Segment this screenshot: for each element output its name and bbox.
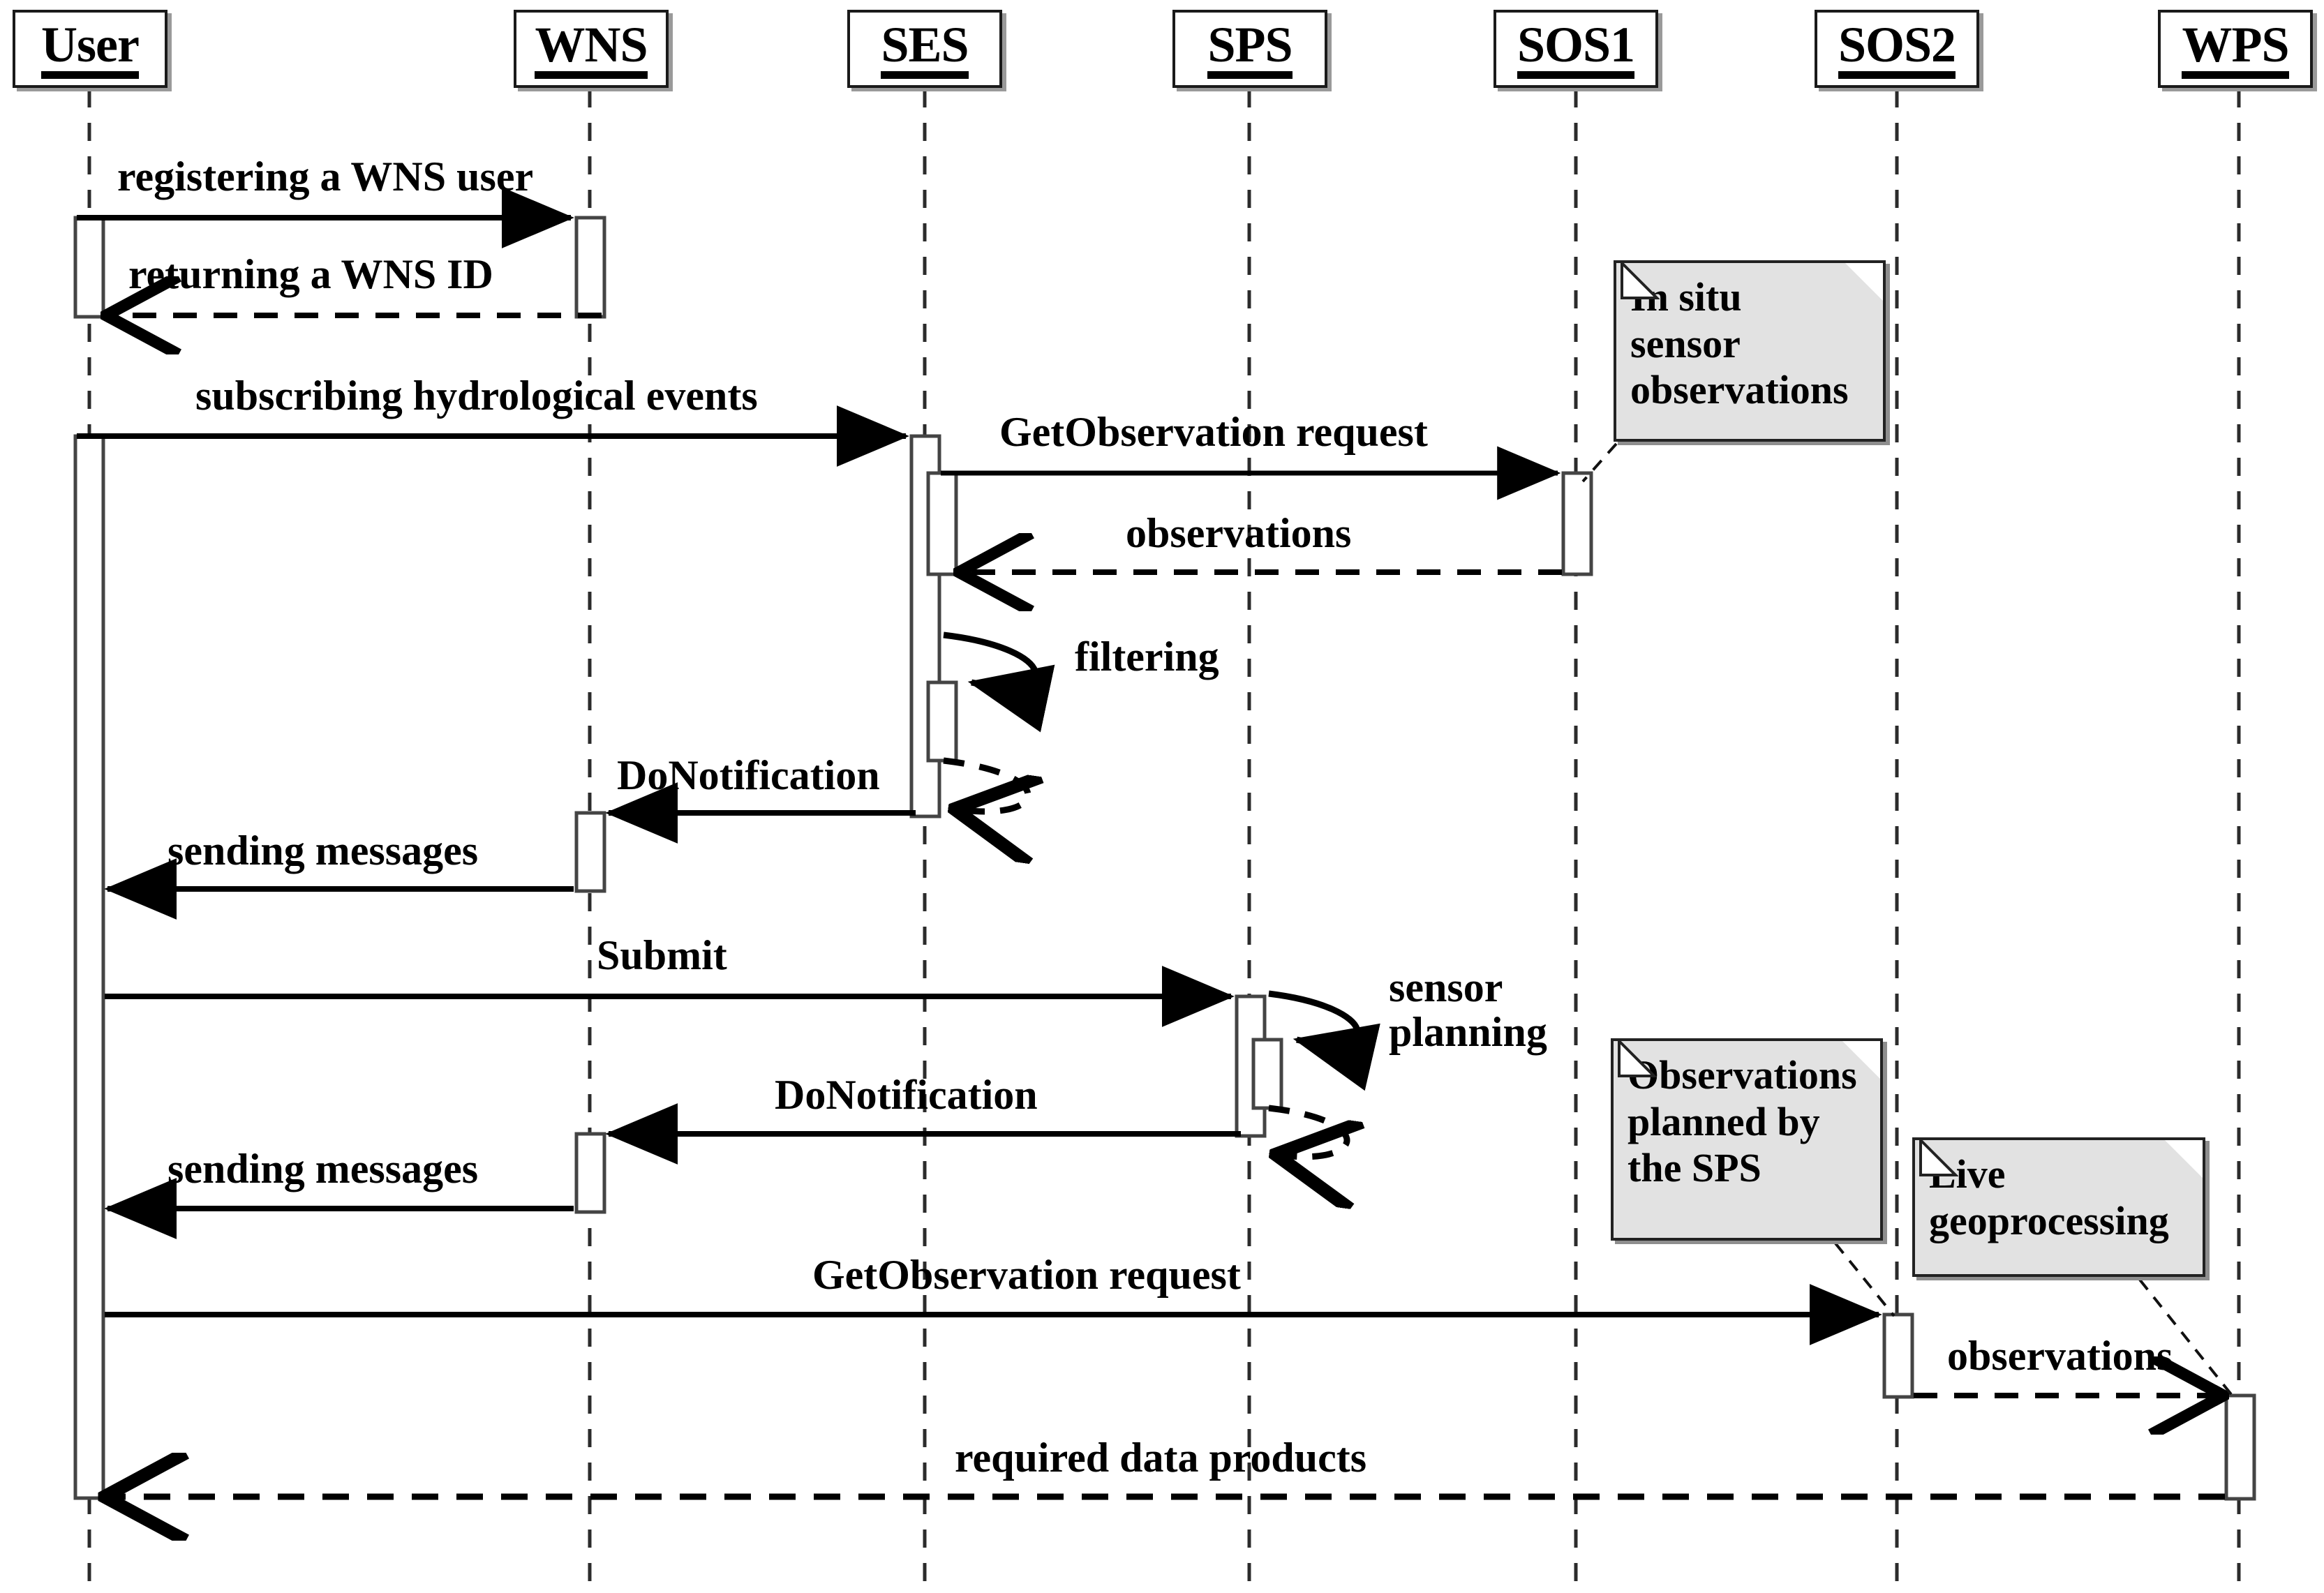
message-filtering-self [943,631,1055,733]
lifeline-label-sos1: SOS1 [1517,20,1635,79]
note-in-situ-line-1: In situ [1630,274,1742,320]
note-in-situ-sensor-observations: In situ sensor observations [1614,260,1886,442]
activation-wns-3 [574,1132,606,1214]
message-label-getobservation-request-1: GetObservation request [999,409,1428,455]
message-label-observations-2: observations [1947,1333,2173,1379]
note-anchor-planned [1834,1242,1895,1317]
lifeline-head-sps[interactable]: SPS [1172,10,1327,88]
activation-user-2 [73,434,105,1500]
lifeline-head-user[interactable]: User [13,10,167,88]
message-label-subscribing-hydrological-events: subscribing hydrological events [195,373,758,419]
note-text-planned: Observations planned by the SPS [1614,1041,1880,1197]
activation-ses-2 [926,471,958,576]
lifeline-head-wns[interactable]: WNS [514,10,669,88]
note-planned-line-1: Observations [1627,1052,1857,1098]
lifeline-head-ses[interactable]: SES [847,10,1002,88]
message-label-returning-wns-id: returning a WNS ID [128,251,493,297]
note-planned-line-2: planned by [1627,1098,1820,1144]
activation-wns-1 [574,216,606,319]
message-label-submit: Submit [597,932,727,978]
lifeline-label-wns: WNS [535,20,648,79]
lifeline-label-wps: WPS [2182,20,2290,79]
note-anchor-in-situ [1581,442,1618,483]
note-planned-line-3: the SPS [1627,1145,1761,1191]
lifeline-head-sos1[interactable]: SOS1 [1494,10,1658,88]
sensor-planning-line-1: sensor [1389,964,1503,1010]
message-label-donotification-2: DoNotification [775,1072,1038,1118]
message-label-sensor-planning: sensor planning [1389,964,1547,1055]
note-live-geoprocessing: Live geoprocessing [1912,1137,2205,1277]
lifeline-label-sps: SPS [1207,20,1293,79]
note-in-situ-line-2: sensor [1630,320,1741,366]
activation-bars [73,216,2256,1501]
note-text-in-situ: In situ sensor observations [1616,263,1883,419]
lifeline-lines [87,89,2241,1587]
message-label-getobservation-request-2: GetObservation request [812,1252,1241,1298]
note-anchors [1581,442,2235,1398]
note-geo-line-2: geoprocessing [1929,1197,2169,1243]
activation-user-1 [73,216,105,319]
message-label-registering-wns-user: registering a WNS user [117,154,534,200]
note-fold-icon-in-situ [1845,263,1883,301]
lifeline-label-ses: SES [881,20,969,79]
lifeline-head-wps[interactable]: WPS [2158,10,2313,88]
activation-sos2-1 [1882,1312,1914,1399]
note-in-situ-line-3: observations [1630,367,1849,413]
sensor-planning-line-2: planning [1389,1008,1547,1055]
activation-wns-2 [574,811,606,893]
message-label-filtering: filtering [1075,634,1219,680]
lifeline-label-sos2: SOS2 [1838,20,1956,79]
message-label-sending-messages-2: sending messages [167,1146,479,1192]
lifeline-label-user: User [41,20,140,79]
note-fold-icon-geoprocessing [2165,1140,2203,1178]
message-label-observations-1: observations [1126,510,1352,556]
message-label-sending-messages-1: sending messages [167,828,479,874]
message-filtering-return [944,757,1028,812]
message-sensor-planning-return [1269,1105,1347,1157]
activation-sps-2 [1251,1038,1283,1110]
note-text-geoprocessing: Live geoprocessing [1915,1140,2203,1250]
note-anchor-geoprocessing [2138,1278,2235,1398]
message-label-donotification-1: DoNotification [617,752,880,798]
message-sensor-planning-self [1268,990,1380,1091]
activation-wps-1 [2224,1393,2256,1501]
note-observations-planned-by-sps: Observations planned by the SPS [1611,1038,1883,1241]
note-fold-icon-planned [1842,1041,1880,1079]
note-geo-line-1: Live [1929,1151,2006,1197]
lifeline-head-sos2[interactable]: SOS2 [1815,10,1979,88]
message-label-required-data-products: required data products [955,1435,1367,1481]
activation-ses-3 [926,680,958,763]
messages [77,187,2225,1497]
activation-sos1-1 [1561,471,1593,576]
